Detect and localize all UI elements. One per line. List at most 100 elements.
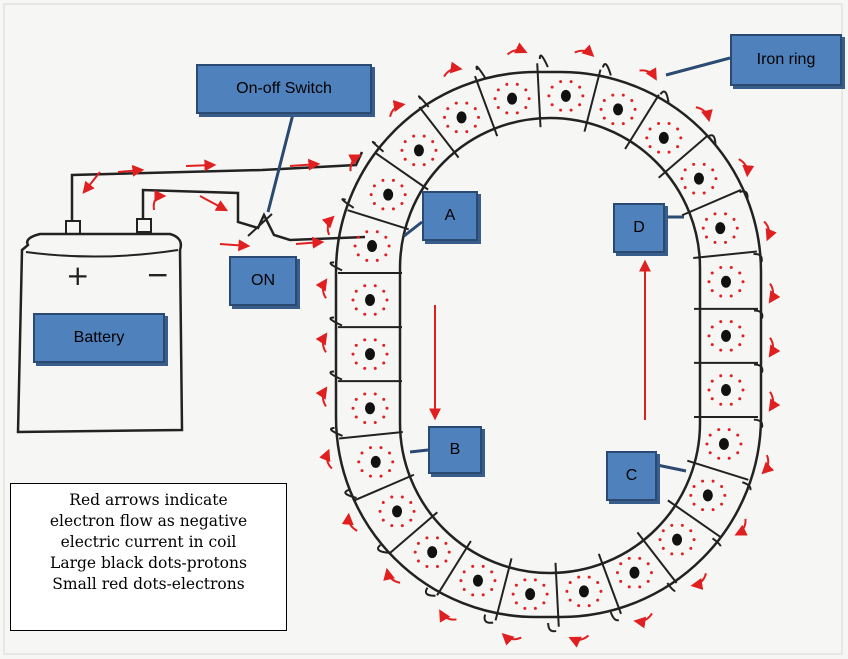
- iron-ring-label: Iron ring: [730, 34, 842, 86]
- electron-dot: [354, 397, 358, 401]
- proton-dot: [525, 588, 536, 601]
- electron-dot: [490, 570, 494, 574]
- coil-segment-divider: [436, 540, 472, 596]
- on-off-switch-label: On-off Switch: [196, 64, 372, 114]
- electron-dot: [708, 433, 712, 437]
- wire-arrow-7: [219, 239, 251, 252]
- electron-dot: [360, 469, 364, 473]
- electron-dot: [738, 343, 742, 347]
- legend-line: Large black dots-protons: [50, 554, 247, 572]
- coil-flow-arrow: [315, 386, 328, 407]
- proton-dot: [365, 294, 375, 307]
- electron-dot: [692, 191, 696, 195]
- electron-dot: [381, 207, 385, 211]
- proton-dot: [721, 329, 731, 342]
- electron-dot: [390, 524, 394, 528]
- proton-dot: [658, 131, 669, 144]
- proton-dot: [472, 574, 483, 587]
- electron-dot: [542, 601, 546, 605]
- coil-loop: [601, 63, 612, 76]
- wire-arrow-8: [295, 236, 325, 249]
- electron-dot: [481, 593, 485, 597]
- electron-dot: [701, 508, 705, 512]
- proton-dot: [365, 402, 375, 415]
- electron-dot: [390, 495, 394, 499]
- electron-dot: [435, 536, 439, 540]
- electron-dot: [490, 587, 494, 591]
- electron-dot: [719, 374, 723, 378]
- coil-loop: [711, 537, 722, 547]
- electron-dot: [369, 193, 373, 197]
- electron-dot: [533, 606, 537, 610]
- electron-dot: [719, 294, 723, 298]
- coil-loop: [538, 54, 549, 68]
- electron-dot: [569, 108, 573, 112]
- electron-dot: [565, 589, 569, 593]
- electron-dot: [425, 564, 429, 568]
- electron-dot: [446, 107, 450, 111]
- electron-dot: [496, 105, 500, 109]
- electron-dot: [384, 235, 388, 239]
- electron-dot: [657, 122, 661, 126]
- electron-dot: [524, 105, 528, 109]
- electron-dot: [732, 217, 736, 221]
- electron-dot: [707, 280, 711, 284]
- proton-dot: [507, 92, 518, 105]
- coil-flow-arrow: [439, 609, 457, 623]
- legend-line: electron flow as negative: [49, 512, 248, 530]
- coil-flow-arrow: [321, 215, 335, 236]
- electron-dot: [471, 564, 475, 568]
- coil-loop: [666, 582, 676, 592]
- electron-dot: [400, 148, 404, 152]
- electron-dot: [443, 115, 447, 119]
- electron-dot: [689, 529, 693, 533]
- coil-flow-arrow: [768, 283, 781, 304]
- coil-loops: [329, 54, 764, 633]
- coil-flow-arrow: [443, 61, 463, 78]
- electron-dot: [707, 334, 711, 338]
- electron-dot: [416, 559, 420, 563]
- electron-dot: [736, 451, 740, 455]
- coil-loop: [753, 309, 764, 319]
- proton-dot: [629, 566, 640, 579]
- legend-line: Small red dots-electrons: [52, 575, 245, 593]
- electron-dot: [391, 460, 395, 464]
- electron-dot: [587, 575, 591, 579]
- coil-loop: [659, 90, 670, 103]
- electron-dot: [692, 502, 696, 506]
- electron-dot: [391, 207, 395, 211]
- coil-loop: [483, 614, 494, 624]
- coil-flow-arrow: [695, 106, 713, 123]
- electron-dot: [667, 122, 671, 126]
- iron-ring-pointer: [665, 56, 731, 77]
- wire-arrow-6: [199, 195, 229, 212]
- electron-dot: [400, 184, 404, 188]
- electron-dot: [692, 162, 696, 166]
- coil-loop: [741, 481, 752, 491]
- electron-dot: [738, 271, 742, 275]
- point-d-label: D: [613, 203, 665, 253]
- electron-dot: [683, 168, 687, 172]
- electron-dot: [446, 124, 450, 128]
- coil-loop: [706, 134, 717, 146]
- electron-dot: [724, 212, 728, 216]
- electron-dot: [581, 94, 585, 98]
- electron-dot: [729, 294, 733, 298]
- electron-dot: [400, 495, 404, 499]
- proton-dot: [721, 275, 731, 288]
- electron-dot: [727, 456, 731, 460]
- electron-dot: [385, 352, 389, 356]
- proton-dot: [721, 383, 731, 396]
- coil-flow-arrow: [763, 220, 777, 242]
- electron-dot: [465, 130, 469, 134]
- electron-dot: [741, 280, 745, 284]
- electron-dot: [550, 85, 554, 89]
- electron-dot: [545, 592, 549, 596]
- coil-segment-divider: [418, 106, 460, 159]
- electron-dot: [646, 579, 650, 583]
- wire-arrow-5: [152, 190, 167, 211]
- electron-dot: [381, 501, 385, 505]
- electron-dot: [363, 284, 367, 288]
- wire-arrow-2: [117, 164, 145, 177]
